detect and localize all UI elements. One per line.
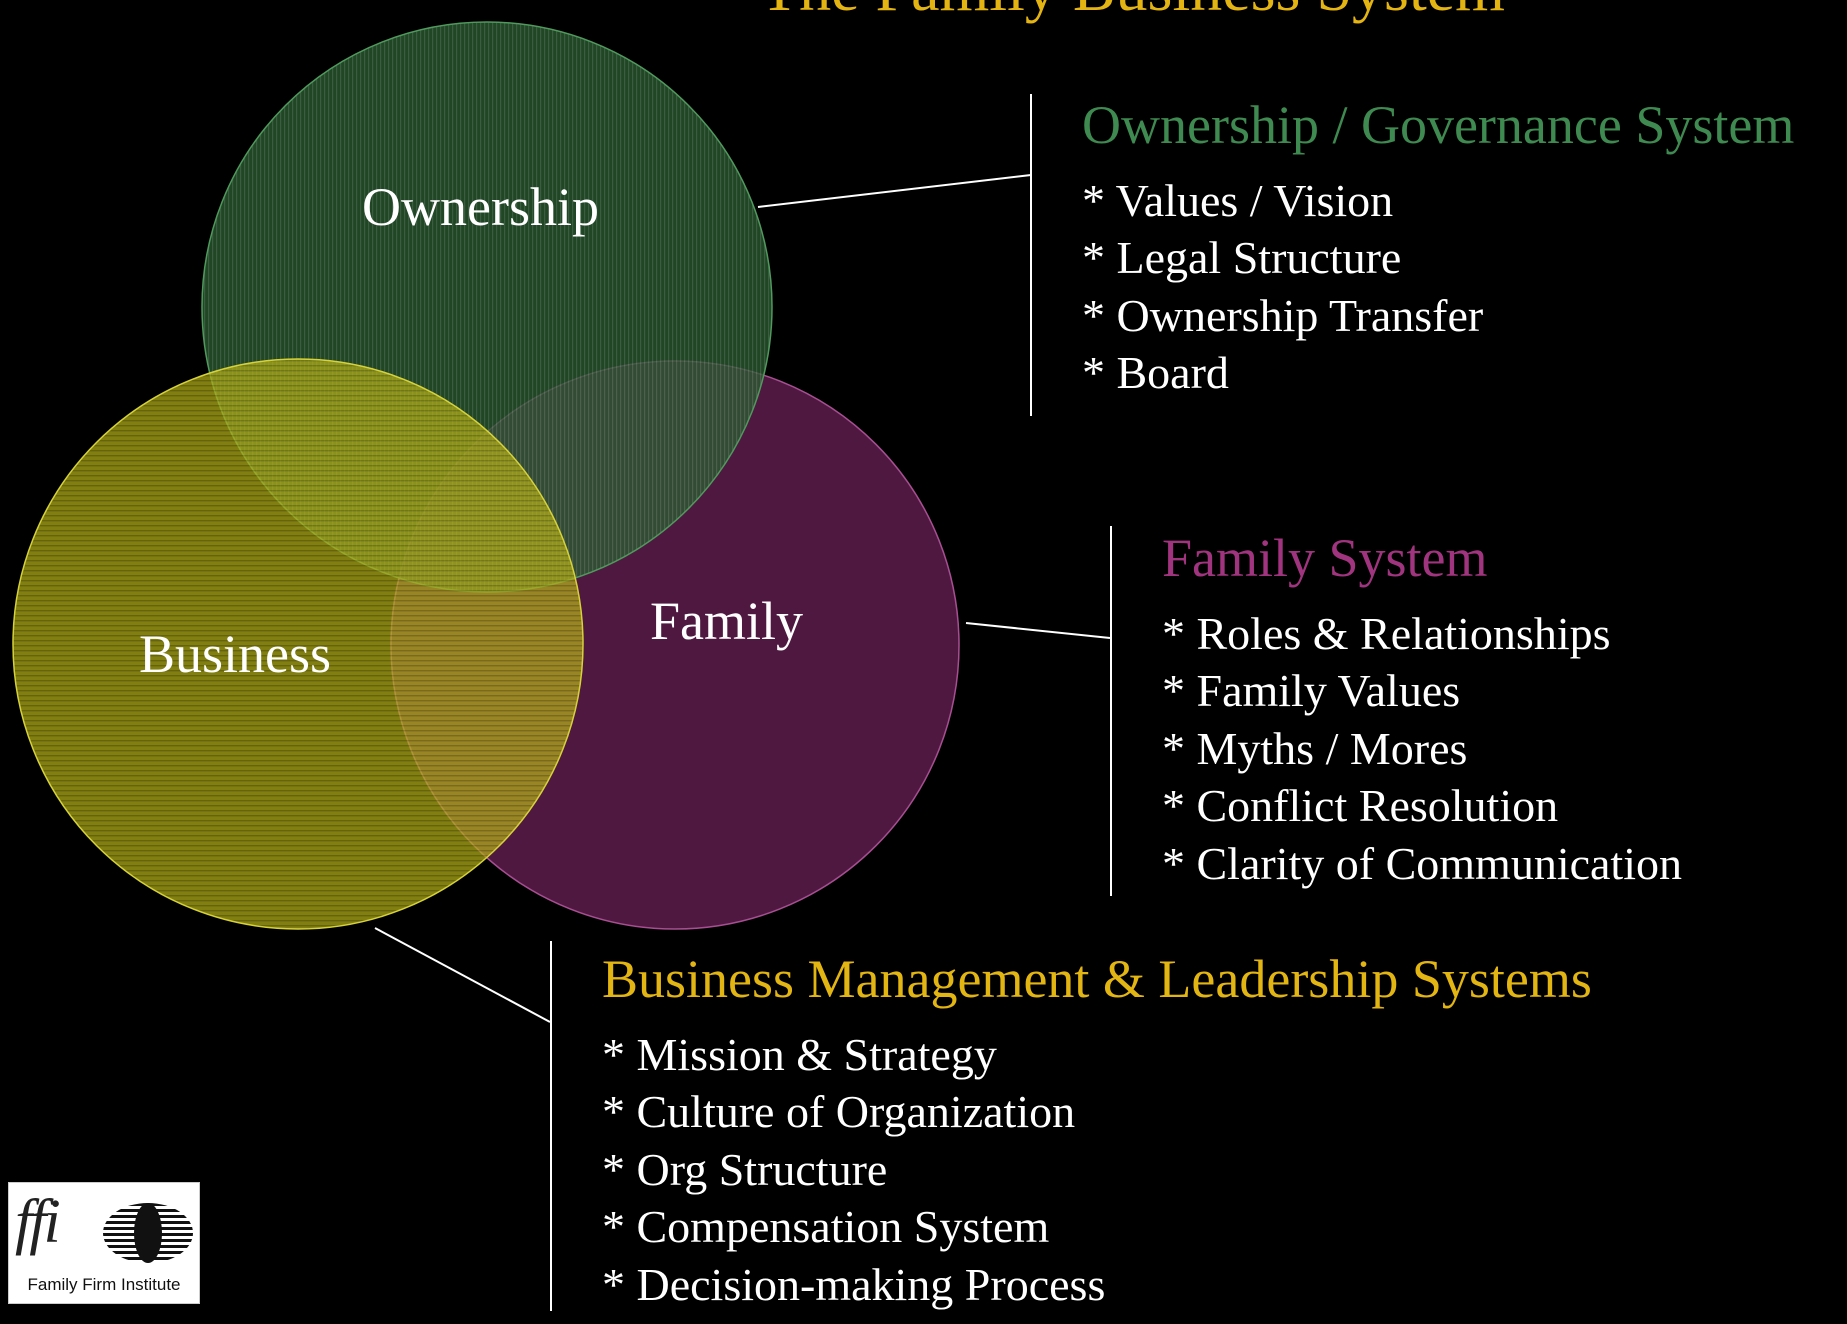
ownership-panel: Ownership / Governance System * Values /… [1082,93,1794,402]
list-item: * Mission & Strategy [602,1028,997,1080]
ownership-connector [757,174,1032,208]
business-circle [13,359,583,929]
logo-caption: Family Firm Institute [27,1275,181,1294]
business-circle-outline [12,358,584,930]
ownership-panel-heading: Ownership / Governance System [1082,95,1795,155]
ffi-logo: ffi Family Firm Institu [8,1182,200,1304]
business-panel-list: * Mission & Strategy * Culture of Organi… [602,1026,1592,1314]
slide-title: The Family Business System [760,0,1847,26]
list-item: * Legal Structure [1082,232,1402,284]
business-panel: Business Management & Leadership Systems… [602,947,1592,1313]
list-item: * Values / Vision [1082,174,1394,226]
business-panel-rule [550,941,552,1311]
list-item: * Decision-making Process [602,1258,1106,1310]
logo-globe-icon [103,1203,193,1263]
business-circle-label: Business [139,624,332,684]
ownership-panel-list: * Values / Vision * Legal Structure * Ow… [1082,172,1794,402]
list-item: * Culture of Organization [602,1086,1076,1138]
family-connector [965,622,1111,639]
list-item: * Myths / Mores [1162,722,1468,774]
family-panel-list: * Roles & Relationships * Family Values … [1162,605,1682,893]
ownership-panel-rule [1030,94,1032,416]
family-panel-heading: Family System [1162,528,1488,588]
list-item: * Roles & Relationships [1162,607,1611,659]
list-item: * Board [1082,347,1229,399]
list-item: * Compensation System [602,1201,1050,1253]
business-panel-heading: Business Management & Leadership Systems [602,949,1592,1009]
list-item: * Ownership Transfer [1082,289,1484,341]
list-item: * Family Values [1162,665,1461,717]
list-item: * Org Structure [602,1143,888,1195]
business-connector [374,927,551,1023]
family-circle-label: Family [650,591,804,651]
family-panel-rule [1110,526,1112,896]
list-item: * Conflict Resolution [1162,780,1559,832]
list-item: * Clarity of Communication [1162,837,1682,889]
family-panel: Family System * Roles & Relationships * … [1162,526,1682,892]
ownership-circle-label: Ownership [362,177,599,237]
logo-mark-text: ffi [15,1188,61,1256]
